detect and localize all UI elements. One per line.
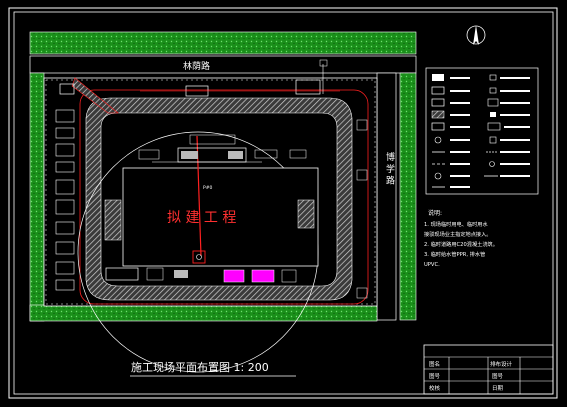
facility-top-6 <box>254 149 278 159</box>
inner-frame <box>13 11 554 395</box>
notes-line-2: 接驳现场业主指定地点接入。 <box>424 230 491 238</box>
title-block-r3-c1: 校核 <box>429 384 441 392</box>
facility-bottom-4 <box>223 269 245 283</box>
site-office-2 <box>55 127 75 139</box>
tower-crane-center <box>196 254 202 260</box>
site-office-5 <box>55 179 75 195</box>
notes-line-1: 1. 现场临时用电、临时用水 <box>424 220 488 228</box>
facility-bottom-2 <box>146 267 164 281</box>
meter-box <box>319 59 328 67</box>
right-facility-1 <box>356 119 368 131</box>
notes-line-5: UPVC. <box>424 262 440 268</box>
facility-top-1 <box>138 149 160 160</box>
facility-bottom-1 <box>105 267 139 281</box>
site-fence <box>45 79 376 305</box>
facility-bottom-5 <box>251 269 275 283</box>
title-block-r2-c3: 图号 <box>492 372 504 380</box>
facility-top-4 <box>228 151 243 159</box>
facility-top-3 <box>181 151 198 159</box>
right-facility-2 <box>356 169 368 181</box>
scaffold-right <box>297 199 315 229</box>
proposed-building <box>122 167 319 267</box>
guard-room <box>295 79 321 95</box>
temp-fence-red <box>79 89 369 305</box>
green-belt-top <box>29 31 417 55</box>
facility-top-7 <box>289 149 307 159</box>
green-belt-right <box>399 72 417 321</box>
site-office-8 <box>55 241 75 255</box>
facility-bottom-6 <box>281 269 297 283</box>
site-office-10 <box>55 279 75 291</box>
site-office-3 <box>55 143 75 157</box>
facility-bottom-3 <box>174 270 188 278</box>
scaffold-left <box>104 199 122 241</box>
road-top <box>29 55 417 74</box>
road-top-label: 林荫路 <box>183 60 210 72</box>
title-block-r2-c1: 图号 <box>429 372 441 380</box>
green-belt-left <box>29 72 45 322</box>
ring-road <box>85 97 353 301</box>
site-office-7 <box>55 221 75 235</box>
site-office-4 <box>55 161 75 173</box>
title-block-r1-c1: 图名 <box>429 360 440 368</box>
building-mark: P#0 <box>203 185 212 191</box>
site-office-9 <box>55 261 75 275</box>
proposed-building-label: 拟 建 工 程 <box>167 210 236 226</box>
site-office-6 <box>55 199 75 215</box>
road-right <box>376 72 397 321</box>
facility-top-5 <box>189 134 236 145</box>
site-office-1 <box>55 109 75 123</box>
gate-house <box>59 83 75 95</box>
title-block-r1-c3: 排布设计 <box>490 360 513 368</box>
notes-line-3: 2. 临时道路用C20混凝土浇筑。 <box>424 240 498 248</box>
notes-heading: 说明: <box>428 209 442 217</box>
tower-crane-base <box>192 250 206 264</box>
title-block <box>423 344 554 395</box>
road-right-label: 博 学 路 <box>384 151 395 186</box>
site-entrance-ramp <box>71 77 119 114</box>
right-facility-3 <box>356 287 368 299</box>
drawing-title: 施工现场平面布置图 1: 200 <box>131 360 269 374</box>
legend <box>425 67 539 195</box>
green-belt-bottom <box>29 304 378 322</box>
title-block-r3-c3: 日期 <box>492 385 504 392</box>
north-arrow-icon <box>466 25 486 45</box>
notes-line-4: 3. 临时给水管PPR, 排水管 <box>424 250 485 258</box>
outer-frame <box>8 7 558 399</box>
